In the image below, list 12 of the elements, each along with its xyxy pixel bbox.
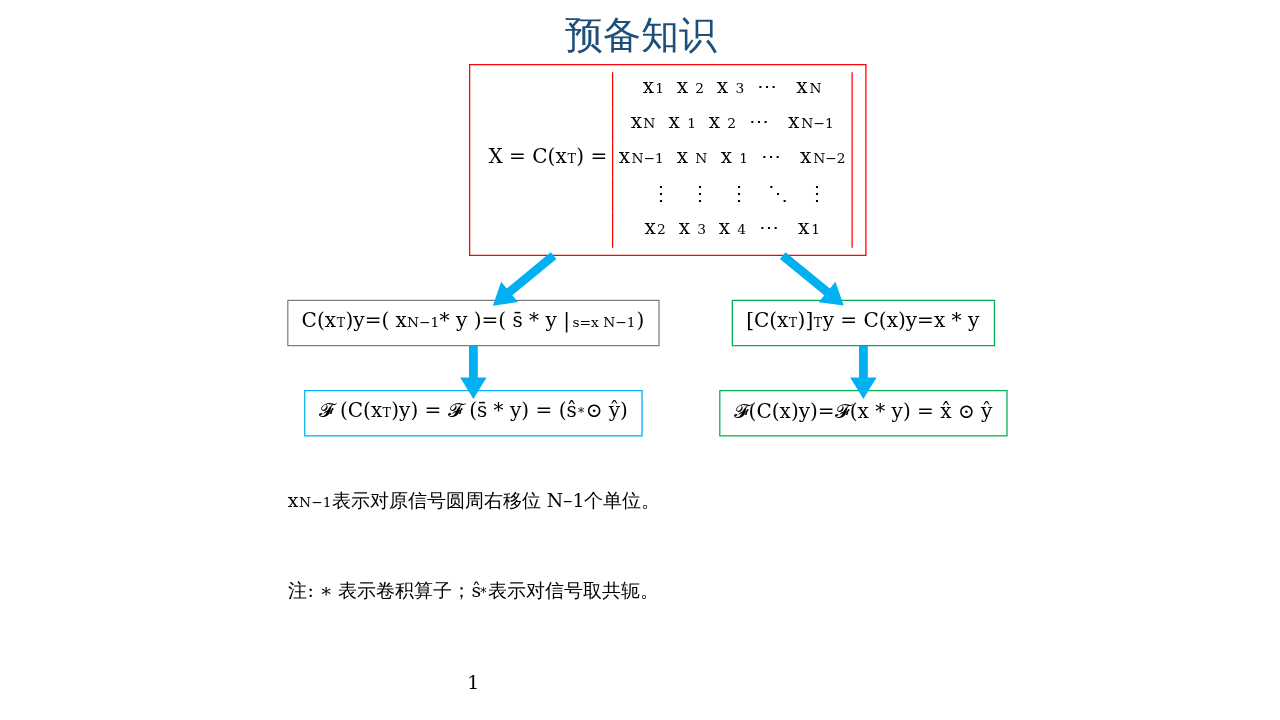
label: xN−1表示对原信号圆周右移位 N–1个单位。 [287, 489, 660, 511]
arrow [459, 345, 487, 399]
node-box: C(xT)y=( xN−1* y )=( s̄ * y |s=x N−1) [286, 299, 660, 347]
node-box: 𝓕(C(x)y)=𝓕(x * y) = x̂ ⊙ ŷ [718, 390, 1008, 437]
node-box: 𝓕 (C(xT)y) = 𝓕 (s̄ * y) = (ŝ*⊙ ŷ) [303, 390, 643, 437]
label: 1 [466, 671, 479, 693]
diagram-title: 预备知识 [564, 13, 717, 58]
arrow [849, 345, 877, 399]
arrow [492, 252, 556, 306]
arrow [779, 252, 844, 306]
label: 注: ∗ 表示卷积算子；ŝ*表示对信号取共轭。 [287, 580, 659, 602]
node-box: [C(xT)]Ty = C(x)y=x * y [731, 299, 995, 347]
